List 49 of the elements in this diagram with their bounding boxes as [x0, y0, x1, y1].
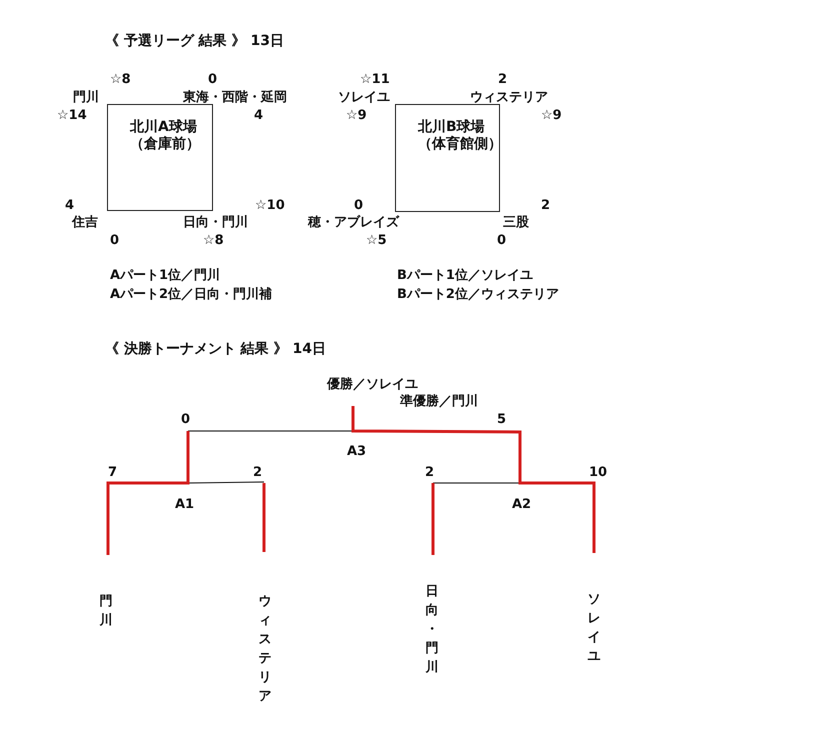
score-label: ☆8: [110, 72, 131, 88]
team-name: 三股: [503, 215, 529, 231]
score-label: 0: [110, 233, 120, 249]
score-label: 2: [425, 465, 434, 481]
result-text: Bパート1位／ソレイユ: [397, 268, 533, 284]
team-name: ウィステリア: [470, 90, 548, 106]
score-label: ☆9: [541, 108, 562, 124]
team-name: 穂・アブレイズ: [308, 215, 399, 231]
score-label: 0: [181, 412, 190, 428]
field-box: [395, 104, 500, 212]
result-text: Bパート2位／ウィステリア: [397, 287, 559, 303]
score-label: 5: [497, 412, 506, 428]
section-heading: 《 予選リーグ 結果 》 13日: [105, 33, 284, 49]
team-name: ソレイユ: [587, 591, 601, 666]
score-label: 4: [254, 108, 264, 124]
team-name: 門川: [99, 593, 113, 630]
score-label: 2: [253, 465, 262, 481]
result-text: Aパート2位／日向・門川補: [110, 287, 272, 303]
team-name: 住吉: [72, 215, 98, 231]
score-label: 10: [589, 465, 608, 481]
score-label: 0: [208, 72, 218, 88]
score-label: 4: [65, 198, 74, 214]
score-label: ☆8: [203, 233, 224, 249]
score-label: ☆5: [366, 233, 387, 249]
result-text: 準優勝／門川: [400, 394, 478, 410]
field-name: 北川B球場（体育館側）: [418, 119, 502, 153]
match-label: A1: [175, 497, 194, 513]
match-label: A2: [512, 497, 532, 513]
result-text: Aパート1位／門川: [110, 268, 220, 284]
score-label: 2: [498, 72, 508, 88]
score-label: 7: [108, 465, 118, 481]
section-heading: 《 決勝トーナメント 結果 》 14日: [105, 341, 326, 357]
score-label: 0: [497, 233, 506, 249]
team-name: 日向・門川: [183, 215, 248, 231]
score-label: ☆11: [360, 72, 390, 88]
match-label: A3: [347, 444, 366, 460]
result-text: 優勝／ソレイユ: [327, 377, 418, 393]
score-label: ☆9: [346, 108, 367, 124]
score-label: 0: [354, 198, 364, 214]
field-box: [107, 104, 213, 211]
score-label: 2: [541, 198, 550, 214]
team-name: 日向・門川: [425, 583, 439, 677]
score-label: ☆14: [57, 108, 87, 124]
team-name: 東海・西階・延岡: [183, 90, 287, 106]
score-label: ☆10: [255, 198, 285, 214]
field-name: 北川A球場（倉庫前）: [130, 119, 201, 153]
team-name: ソレイユ: [338, 90, 390, 106]
team-name: ウィステリア: [258, 593, 272, 706]
team-name: 門川: [73, 90, 99, 106]
